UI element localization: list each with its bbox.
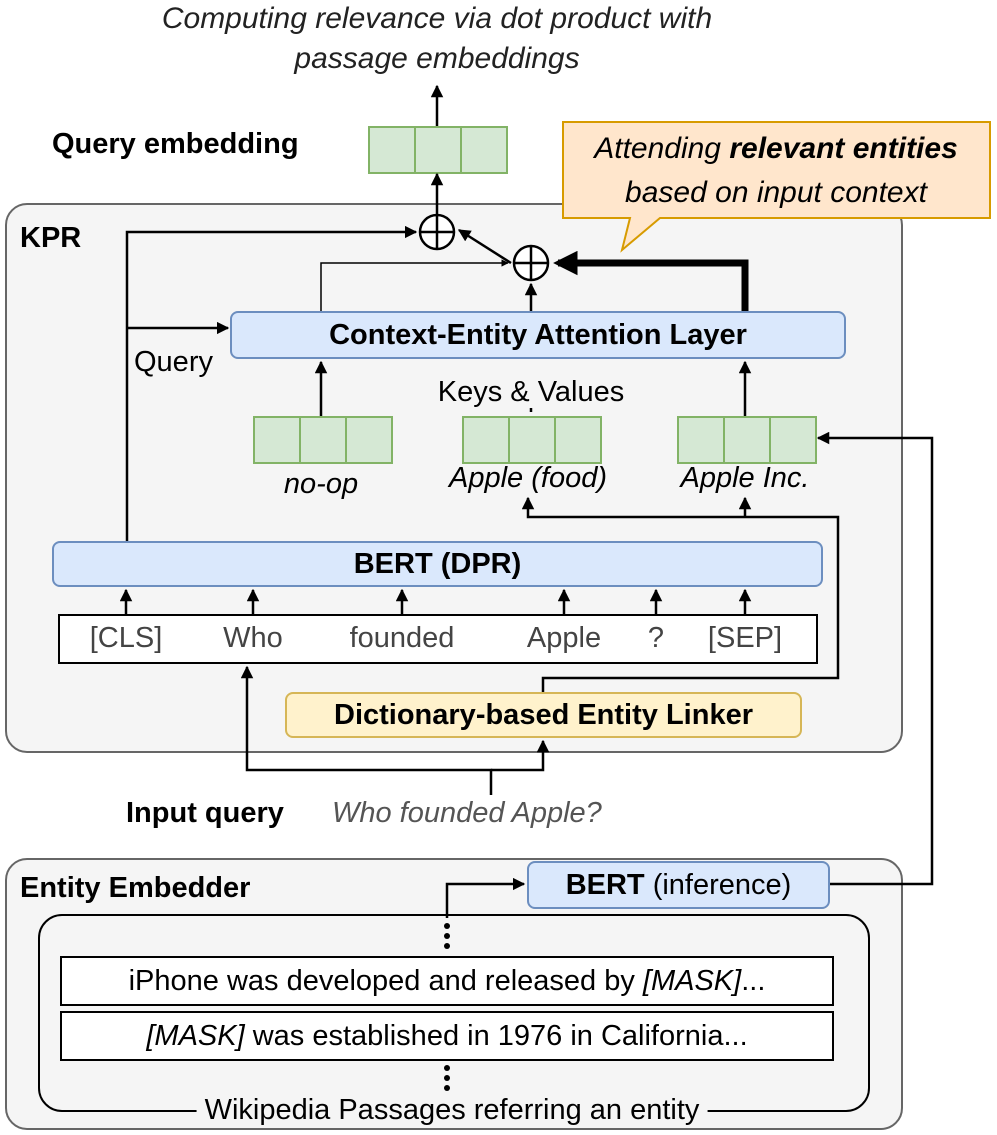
arrow-linker-to-apple-food <box>521 496 840 692</box>
entity-linker-label: Dictionary-based Entity Linker <box>334 698 753 731</box>
entity-embedding-apple-food <box>462 416 602 464</box>
passage-2-text: was established in 1976 in California... <box>244 1019 748 1052</box>
bert-inference-rest: (inference) <box>644 868 792 901</box>
embedding-cell <box>508 416 556 464</box>
passage-2-mask: [MASK] <box>146 1019 245 1052</box>
passages-caption: Wikipedia Passages referring an entity <box>196 1094 708 1127</box>
bert-inference-bold: BERT <box>565 868 645 901</box>
arrow-input-to-linker <box>491 739 550 772</box>
embedding-cell <box>414 126 462 174</box>
token: Who <box>223 622 283 654</box>
top-caption-line2: passage embeddings <box>294 42 580 75</box>
passage-1-suffix: ... <box>741 964 766 997</box>
entity-label-apple-inc: Apple Inc. <box>680 462 810 494</box>
embedding-cell <box>769 416 817 464</box>
arrow-cls-to-oplus <box>125 225 418 541</box>
embedding-cell <box>299 416 347 464</box>
embedding-cell <box>345 416 393 464</box>
query-embedding-vector <box>368 126 508 174</box>
passage-2: [MASK] was established in 1976 in Califo… <box>60 1011 834 1061</box>
bert-inference-box: BERT (inference) <box>527 861 830 909</box>
arrow-passages-to-bert <box>445 877 526 918</box>
callout-line1: Attending relevant entities <box>594 132 958 165</box>
embedding-cell <box>460 126 508 174</box>
kpr-title: KPR <box>20 222 82 254</box>
entity-embedder-title: Entity Embedder <box>20 872 251 904</box>
entity-label-apple-food: Apple (food) <box>449 462 607 494</box>
token-sequence <box>58 614 818 664</box>
token: [CLS] <box>89 622 163 654</box>
query-embedding-label: Query embedding <box>52 128 299 160</box>
token: [SEP] <box>707 622 783 654</box>
bert-dpr-label: BERT (DPR) <box>353 547 522 580</box>
arrow-oplus2-to-oplus1 <box>457 228 512 265</box>
embedding-cell <box>554 416 602 464</box>
entity-label-noop: no-op <box>283 468 359 500</box>
arrow-bert-to-apple-inc <box>816 431 934 886</box>
top-caption-line1: Computing relevance via dot product with <box>161 2 713 35</box>
entity-embedding-noop <box>253 416 393 464</box>
arrow-noop-bypass <box>320 259 509 311</box>
token: Apple <box>526 622 602 654</box>
passage-1-mask: [MASK] <box>642 964 742 997</box>
entity-linker-box: Dictionary-based Entity Linker <box>285 692 802 738</box>
entity-embedding-apple-inc <box>677 416 817 464</box>
passage-1-text: iPhone was developed and released by <box>128 964 643 997</box>
query-label: Query <box>134 346 213 378</box>
token: founded <box>349 622 455 654</box>
arrow-attended-entities <box>553 250 749 311</box>
embedding-cell <box>677 416 725 464</box>
arrow-input-to-tokens <box>240 665 493 795</box>
input-query-text: Who founded Apple? <box>332 797 602 829</box>
attention-layer-label: Context-Entity Attention Layer <box>329 318 747 351</box>
attention-layer-box: Context-Entity Attention Layer <box>230 311 846 359</box>
keys-values-label: Keys & Values <box>437 376 625 408</box>
passage-1: iPhone was developed and released by [MA… <box>60 956 834 1006</box>
input-query-label: Input query <box>126 797 284 829</box>
token: ? <box>647 622 665 654</box>
bert-dpr-box: BERT (DPR) <box>52 541 823 587</box>
embedding-cell <box>253 416 301 464</box>
callout-line2: based on input context <box>625 176 927 209</box>
